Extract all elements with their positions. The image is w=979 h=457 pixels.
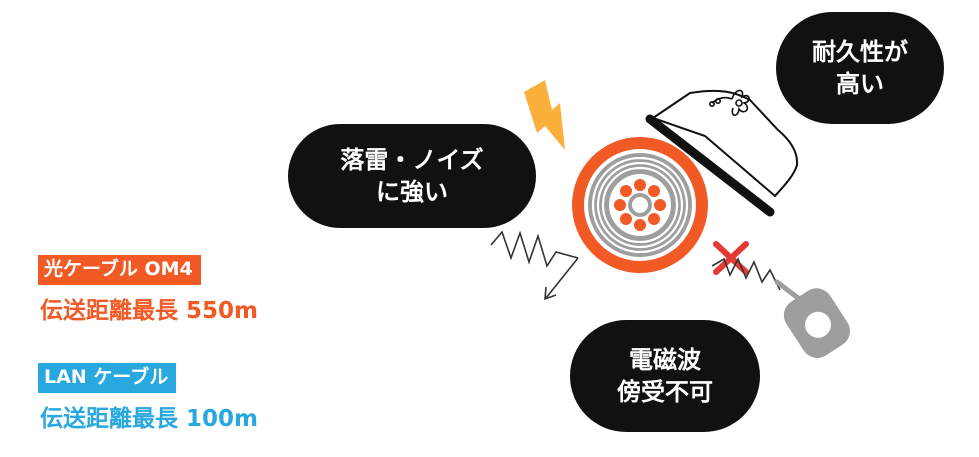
- lightning-noise-bubble: 落雷・ノイズ に強い: [288, 124, 536, 228]
- radio-device-icon: [774, 279, 851, 358]
- radio-wave-icon: [711, 257, 781, 291]
- fiber-distance: 伝送距離最長 550m: [40, 298, 258, 324]
- fiber-cable-tag: 光ケーブル OM4: [38, 255, 201, 285]
- bubble-line-2: に強い: [376, 178, 448, 206]
- cable-cross-section-icon: [572, 137, 708, 273]
- bubble-line-1: 落雷・ノイズ: [340, 146, 484, 174]
- boot-icon: [645, 89, 799, 217]
- bubble-line-2: 傍受不可: [617, 378, 713, 406]
- signal-wave-icon: [490, 230, 579, 301]
- durability-bubble: 耐久性が 高い: [776, 12, 944, 124]
- bubble-line-1: 電磁波: [629, 346, 701, 374]
- bubble-line-1: 耐久性が: [812, 38, 908, 66]
- radio-interception-bubble: 電磁波 傍受不可: [570, 320, 760, 432]
- lan-cable-tag: LAN ケーブル: [38, 363, 177, 393]
- bubble-line-2: 高い: [836, 70, 884, 98]
- lan-distance: 伝送距離最長 100m: [40, 406, 258, 432]
- lightning-icon: [524, 80, 565, 150]
